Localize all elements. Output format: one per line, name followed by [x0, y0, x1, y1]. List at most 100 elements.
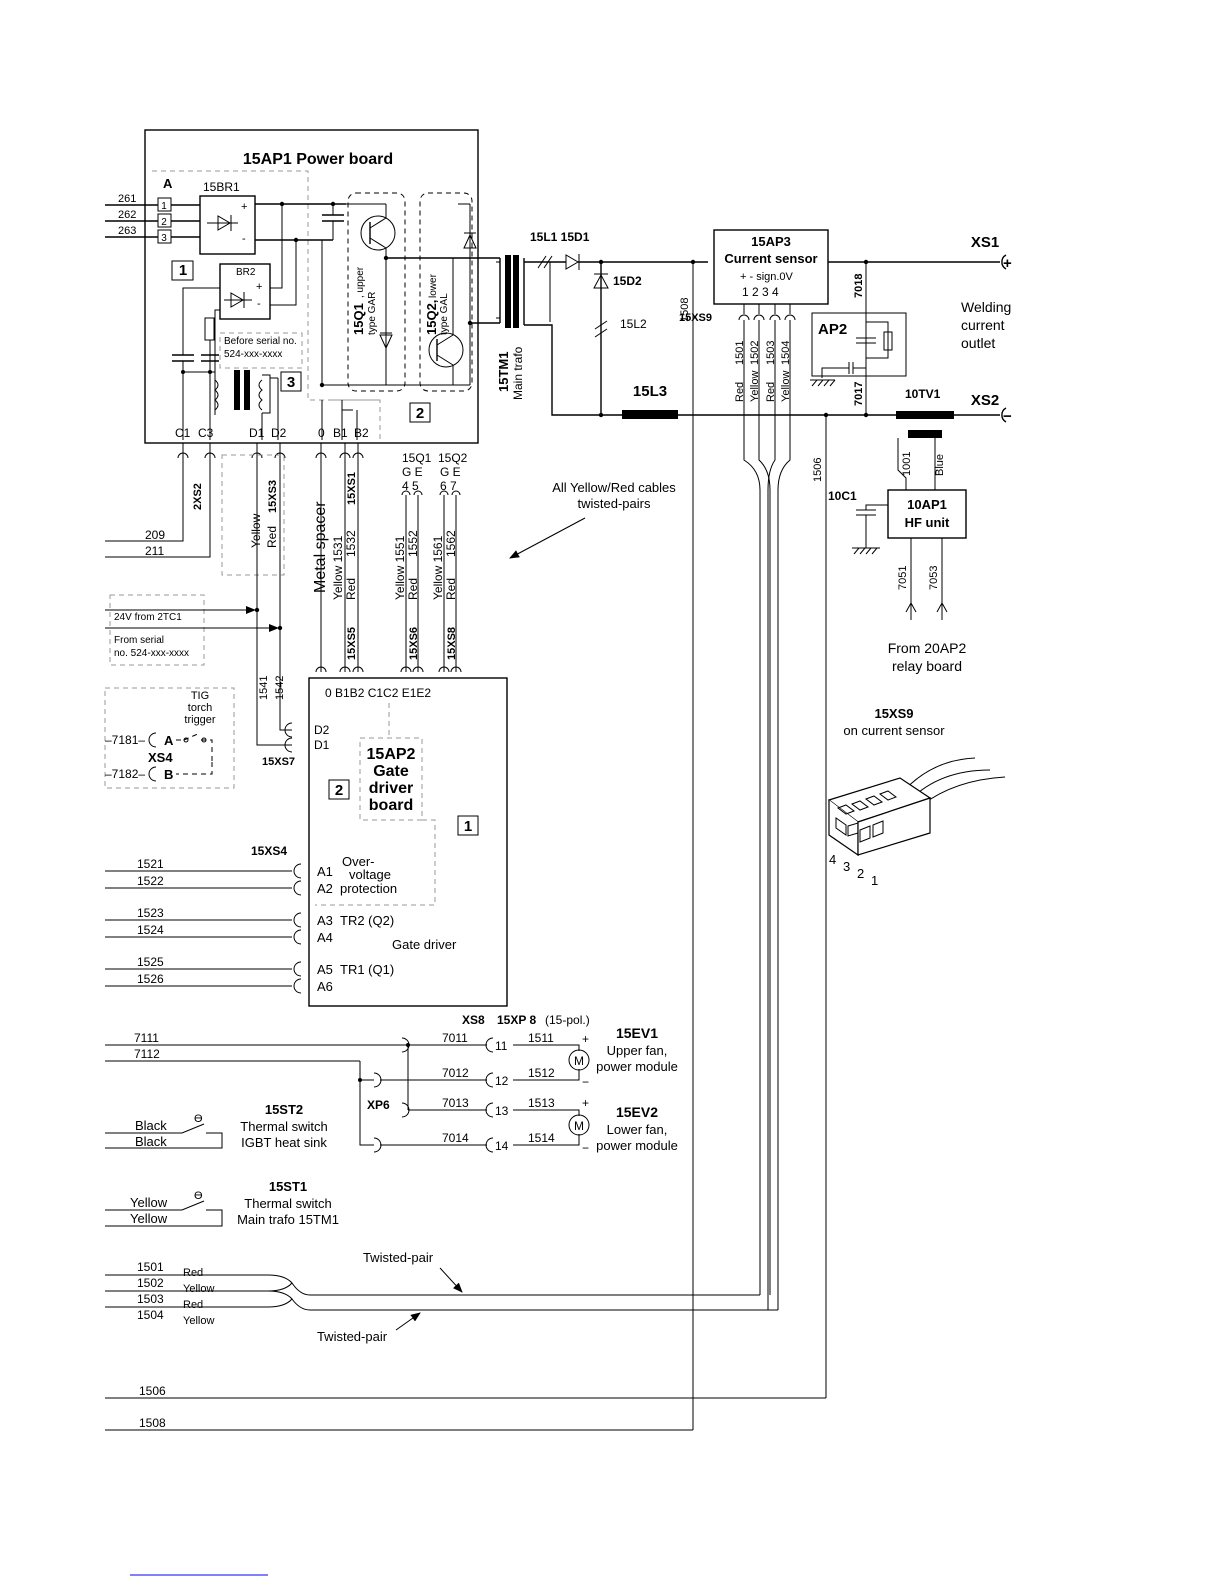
- connector-15xs6: 15XS6: [408, 627, 420, 660]
- ev1-plus: +: [582, 1032, 589, 1046]
- sensor-wire-1503: 1503: [765, 341, 777, 365]
- gate-top-labels: 0 B1B2 C1C2 E1E2: [325, 686, 431, 700]
- bottom-wires: 1501 1502 1503 1504 Red Yellow Red Yello…: [105, 1250, 826, 1431]
- input-lines: 261 262 263 1 2 3: [105, 193, 200, 244]
- over-voltage-1: Over-: [342, 854, 375, 869]
- power-board-title: 15AP1 Power board: [243, 151, 393, 168]
- before-serial-line1: Before serial no.: [224, 336, 297, 347]
- svg-text:-: -: [242, 233, 246, 245]
- pin-1: 1: [161, 201, 167, 212]
- rectifier-15br1: 15BR1 + -: [199, 180, 346, 255]
- tig-torch-trigger: TIG torch trigger –7181– –7182– A B XS4: [104, 687, 235, 789]
- wire-1514: 1514: [528, 1131, 555, 1145]
- ev1-desc-1: Upper fan,: [607, 1043, 668, 1058]
- connector-15xs5: 15XS5: [346, 627, 358, 660]
- term-c3: C3: [198, 426, 214, 440]
- bottom-wire-1503: 1503: [137, 1292, 164, 1306]
- w7018-label: 7018: [853, 274, 865, 298]
- wire-7181: –7181–: [105, 733, 145, 747]
- st1-desc-2: Main trafo 15TM1: [237, 1212, 339, 1227]
- twisted-note-1: All Yellow/Red cables: [552, 480, 676, 495]
- gate-title-2: Gate: [373, 763, 409, 780]
- ev1-desc-2: power module: [596, 1059, 678, 1074]
- bottom-wire-1502: 1502: [137, 1276, 164, 1290]
- connector-15xs1: 15XS1: [346, 472, 358, 505]
- hf-subtitle: HF unit: [905, 515, 950, 530]
- xs1-label: XS1: [971, 234, 999, 251]
- pin-3: 3: [161, 233, 167, 244]
- tig-a: A: [164, 733, 174, 748]
- line-263: 263: [118, 225, 136, 237]
- term-0: 0: [318, 426, 325, 440]
- sensor-wire-1502: 1502: [749, 341, 761, 365]
- sensor-wire-1501: 1501: [734, 341, 746, 365]
- pin-a2: A2: [317, 881, 333, 896]
- xs9-detail-subtitle: on current sensor: [843, 723, 945, 738]
- cables: 2XS2 209 211 Yellow Red 15XS3 Metal spac…: [105, 443, 676, 768]
- q1-ge-labels: G E: [402, 465, 423, 479]
- connector-15xs4: 15XS4: [251, 844, 287, 858]
- xs9-detail-title: 15XS9: [874, 706, 913, 721]
- wire-1541: 1541: [258, 676, 270, 700]
- over-voltage-2: voltage: [349, 867, 391, 882]
- wire-1521: 1521: [137, 857, 164, 871]
- sensor-title: 15AP3: [751, 234, 791, 249]
- xp8-label: 15XP 8: [497, 1013, 536, 1027]
- tig-b: B: [164, 767, 173, 782]
- d1-yellow: Yellow: [249, 513, 263, 548]
- gate-area-1: 1: [464, 818, 472, 835]
- pin-2: 2: [161, 217, 167, 228]
- term-d2: D2: [271, 426, 287, 440]
- gate-area-2: 2: [335, 782, 343, 799]
- over-voltage-3: protection: [340, 881, 397, 896]
- q1-ge-pins: 4 5: [402, 479, 419, 493]
- wire-1542: 1542: [274, 676, 286, 700]
- xs9-pin-3: 3: [843, 859, 850, 874]
- st2-desc-2: IGBT heat sink: [241, 1135, 327, 1150]
- st2-desc-1: Thermal switch: [240, 1119, 327, 1134]
- blue-label: Blue: [934, 454, 946, 476]
- xp6-label: XP6: [367, 1098, 390, 1112]
- rectifier-br2: BR2 + -: [172, 204, 297, 440]
- q1-label: 15Q1: [351, 303, 366, 335]
- trafo-label: 15TM1: [496, 352, 511, 392]
- outlet-text-3: outlet: [961, 335, 995, 351]
- twisted-note-2: twisted-pairs: [578, 496, 651, 511]
- gate-title-3: driver: [369, 780, 413, 797]
- motor-ev2: M: [574, 1119, 584, 1133]
- outlet-text-1: Welding: [961, 299, 1011, 315]
- sensor-signs: + - sign.0V: [740, 271, 794, 283]
- q2-red: Red: [444, 578, 458, 600]
- bottom-wire-1504: 1504: [137, 1308, 164, 1322]
- pin-a1: A1: [317, 864, 333, 879]
- supply-24v: 24V from 2TC1: [114, 612, 182, 623]
- bottom-color-yellow2: Yellow: [183, 1315, 214, 1327]
- from-relay-2: relay board: [892, 658, 962, 674]
- wire-1562: 1562: [444, 530, 458, 557]
- svg-text:-: -: [257, 298, 261, 310]
- motor-ev1: M: [574, 1054, 584, 1068]
- wire-1552: 1552: [406, 530, 420, 557]
- l1-d1-label: 15L1 15D1: [530, 230, 590, 244]
- wire-1532: 1532: [344, 530, 358, 557]
- d2-label: 15D2: [613, 274, 642, 288]
- xs2-minus: −: [1003, 408, 1012, 425]
- q1-ge-title: 15Q1: [402, 451, 432, 465]
- outlet-text-2: current: [961, 317, 1005, 333]
- q2-ge-pins: 6 7: [440, 479, 457, 493]
- connector-2xs2: 2XS2: [192, 483, 204, 510]
- q2-ge-title: 15Q2: [438, 451, 468, 465]
- tig-xs4: XS4: [148, 750, 173, 765]
- from-serial-1: From serial: [114, 635, 164, 646]
- line-262: 262: [118, 209, 136, 221]
- gate-driver-board: 0 B1B2 C1C2 E1E2 15AP2 Gate driver board…: [105, 677, 508, 1007]
- aux-transformer: 3: [214, 370, 302, 440]
- term-c1: C1: [175, 426, 191, 440]
- rectifier-label: 15BR1: [203, 180, 240, 194]
- wire-7011: 7011: [442, 1031, 468, 1045]
- area-1-marker: 1: [179, 262, 187, 279]
- igbt-15q2: 15Q2, lower type GAL: [386, 192, 500, 392]
- q2-type: type GAL: [439, 293, 450, 335]
- pin-a4: A4: [317, 930, 333, 945]
